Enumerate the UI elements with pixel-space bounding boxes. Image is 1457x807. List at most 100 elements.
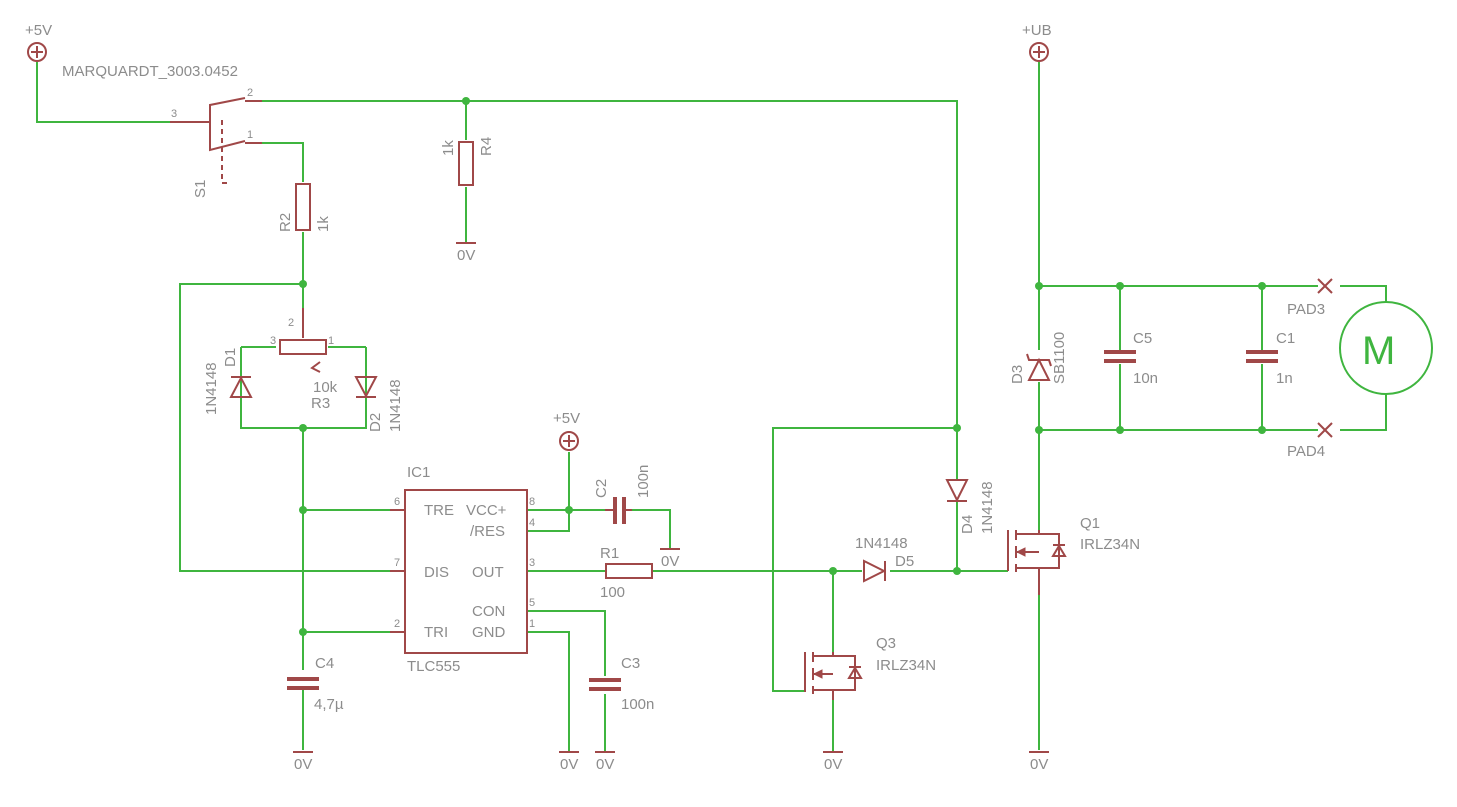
mosfet-q1: Q1 IRLZ34N bbox=[1007, 515, 1140, 595]
d3-name-label: D3 bbox=[1009, 365, 1026, 384]
pad3-label: PAD3 bbox=[1287, 301, 1325, 318]
supply-symbol-icon bbox=[27, 42, 47, 62]
junction-dot bbox=[299, 280, 307, 288]
junctions bbox=[299, 97, 1266, 636]
diode-d5: 1N4148 D5 bbox=[855, 535, 914, 583]
ground-ic: 0V bbox=[559, 751, 579, 773]
diode-d3: D3 SB1100 bbox=[1009, 332, 1068, 384]
ground-label: 0V bbox=[596, 756, 614, 773]
c4-name-label: C4 bbox=[315, 655, 334, 672]
junction-dot bbox=[1258, 426, 1266, 434]
c5-value-label: 10n bbox=[1133, 370, 1158, 387]
mosfet-q3: Q3 IRLZ34N bbox=[804, 635, 936, 700]
ic-pin-gnd: GND bbox=[472, 624, 506, 641]
ic-pin-con: CON bbox=[472, 603, 505, 620]
pad4: PAD4 bbox=[1287, 422, 1333, 460]
diode-d4: D4 1N4148 bbox=[945, 479, 996, 534]
d4-value-label: 1N4148 bbox=[979, 481, 996, 534]
motor: M bbox=[1339, 301, 1433, 395]
ground-r4: 0V bbox=[456, 242, 476, 264]
junction-dot bbox=[1116, 282, 1124, 290]
supply-5v-label: +5V bbox=[553, 410, 580, 427]
ic-pin-tri: TRI bbox=[424, 624, 448, 641]
ic-pinnum-4: 4 bbox=[529, 517, 535, 529]
q3-name-label: Q3 bbox=[876, 635, 896, 652]
resistor-r4: 1k R4 bbox=[440, 137, 495, 186]
ic-pin-dis: DIS bbox=[424, 564, 449, 581]
diode-d2: D2 1N4148 bbox=[354, 376, 404, 432]
ic-pinnum-2: 2 bbox=[394, 618, 400, 630]
switch-pin3: 3 bbox=[171, 108, 177, 120]
ic-pinnum-3: 3 bbox=[529, 557, 535, 569]
ic-pin-tre: TRE bbox=[424, 502, 454, 519]
junction-dot bbox=[829, 567, 837, 575]
q1-name-label: Q1 bbox=[1080, 515, 1100, 532]
pad4-label: PAD4 bbox=[1287, 443, 1325, 460]
junction-dot bbox=[1035, 282, 1043, 290]
c2-name-label: C2 bbox=[593, 479, 610, 498]
pad3: PAD3 bbox=[1287, 278, 1333, 318]
r2-name-label: R2 bbox=[277, 213, 294, 232]
motor-label: M bbox=[1362, 329, 1395, 373]
d3-value-label: SB1100 bbox=[1051, 332, 1068, 384]
ic-pinnum-7: 7 bbox=[394, 557, 400, 569]
r3-value-label: 10k bbox=[313, 379, 338, 396]
ground-q1: 0V bbox=[1029, 751, 1049, 773]
ground-c4: 0V bbox=[293, 751, 313, 773]
r3-pin3: 3 bbox=[270, 335, 276, 347]
r4-value-label: 1k bbox=[440, 140, 457, 156]
supply-ub-label: +UB bbox=[1022, 22, 1052, 39]
c3-value-label: 100n bbox=[621, 696, 654, 713]
ic-pinnum-8: 8 bbox=[529, 496, 535, 508]
switch-pin2: 2 bbox=[247, 87, 253, 99]
ground-label: 0V bbox=[560, 756, 578, 773]
diode-d1: 1N4148 D1 bbox=[203, 348, 253, 415]
c3-name-label: C3 bbox=[621, 655, 640, 672]
c2-value-label: 100n bbox=[635, 465, 652, 498]
wires bbox=[36, 62, 1387, 752]
ic-name-label: IC1 bbox=[407, 464, 430, 481]
ic-tlc555: IC1 TLC555 TRE VCC+ /RES DIS OUT CON GND… bbox=[390, 464, 535, 675]
r1-value-label: 100 bbox=[600, 584, 625, 601]
ground-q3: 0V bbox=[823, 751, 843, 773]
junction-dot bbox=[462, 97, 470, 105]
switch-part-label: MARQUARDT_3003.0452 bbox=[62, 63, 238, 80]
r3-pin2: 2 bbox=[288, 317, 294, 329]
junction-dot bbox=[953, 424, 961, 432]
capacitor-c5: C5 10n bbox=[1104, 330, 1158, 387]
d1-value-label: 1N4148 bbox=[203, 362, 220, 415]
resistor-r1: R1 100 bbox=[600, 545, 653, 601]
supply-5v-ic: +5V bbox=[553, 410, 580, 451]
r1-name-label: R1 bbox=[600, 545, 619, 562]
potentiometer-r3: 3 2 1 10k R3 bbox=[270, 308, 338, 412]
d2-name-label: D2 bbox=[367, 413, 384, 432]
supply-5v-label: +5V bbox=[25, 22, 52, 39]
junction-dot bbox=[299, 628, 307, 636]
junction-dot bbox=[1035, 426, 1043, 434]
d2-value-label: 1N4148 bbox=[387, 379, 404, 432]
ic-pin-res: /RES bbox=[470, 523, 505, 540]
junction-dot bbox=[299, 424, 307, 432]
d5-value-label: 1N4148 bbox=[855, 535, 908, 552]
capacitor-c2: C2 100n bbox=[593, 465, 652, 524]
ground-label: 0V bbox=[457, 247, 475, 264]
motor-icon bbox=[1339, 301, 1433, 395]
supply-symbol-icon bbox=[559, 431, 579, 451]
capacitor-c3: C3 100n bbox=[589, 655, 654, 713]
c5-name-label: C5 bbox=[1133, 330, 1152, 347]
junction-dot bbox=[565, 506, 573, 514]
c4-value-label: 4,7µ bbox=[314, 696, 344, 713]
ic-pinnum-5: 5 bbox=[529, 597, 535, 609]
r2-value-label: 1k bbox=[315, 216, 332, 232]
supply-symbol-icon bbox=[1029, 42, 1049, 62]
switch-pin1: 1 bbox=[247, 129, 253, 141]
switch-s1: 3 2 1 MARQUARDT_3003.0452 S1 bbox=[62, 63, 262, 198]
r3-name-label: R3 bbox=[311, 395, 330, 412]
d1-name-label: D1 bbox=[222, 348, 239, 367]
resistor-r2: R2 1k bbox=[277, 183, 332, 232]
junction-dot bbox=[1258, 282, 1266, 290]
ground-label: 0V bbox=[294, 756, 312, 773]
ground-label: 0V bbox=[824, 756, 842, 773]
supply-ub: +UB bbox=[1022, 22, 1052, 62]
